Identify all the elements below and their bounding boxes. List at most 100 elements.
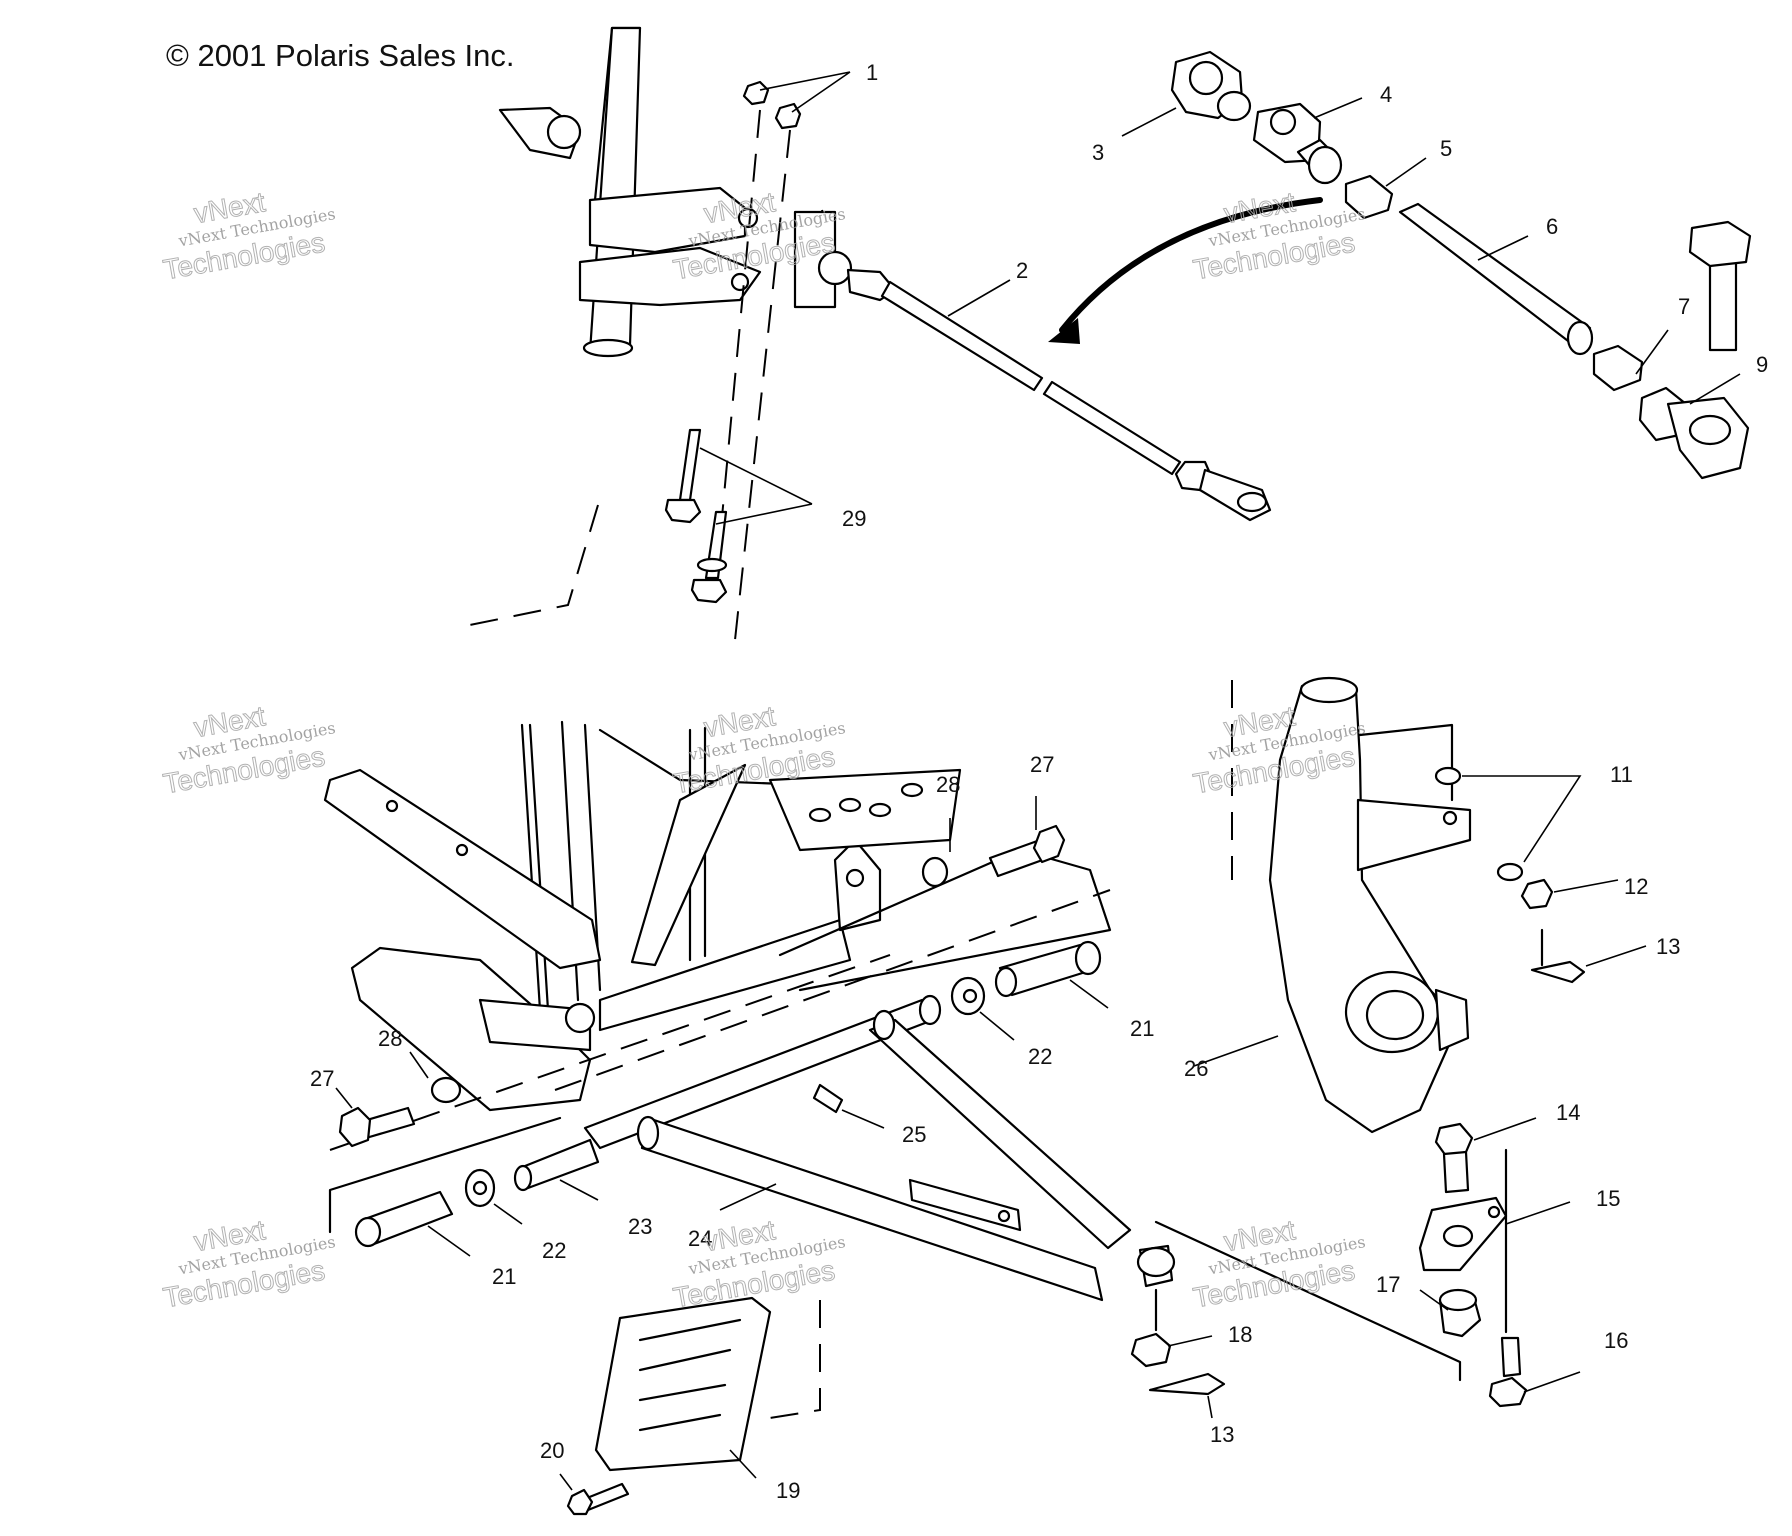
callout-2: 2 [1016,258,1028,283]
callout-3: 3 [1092,140,1104,165]
leader-9 [1689,373,1741,405]
skid-rib-4 [638,1413,722,1432]
washer-11a [1434,766,1462,786]
leader-19 [729,1449,757,1479]
tie-rod-left [880,280,1044,392]
washer-22-upper-hole [962,988,978,1004]
rod-end-eye [546,114,582,150]
leader-lines [335,71,1741,1491]
leader-23 [559,1179,599,1201]
leader-17 [1419,1289,1449,1311]
watermarks: vNext vNext Technologies Technologies vN… [160,186,1367,1314]
tie-rod-end-right-eye [1236,491,1268,513]
part-9-eye [1688,414,1732,446]
leader-13-upper [1585,945,1647,967]
cotter-pin-13 [1530,960,1586,984]
washer-11b [1496,862,1524,882]
frame-bracket-hole-2 [455,843,469,857]
spindle-assembly [1231,676,1472,1134]
bolt-14 [1442,1150,1470,1194]
leader-5 [1385,157,1427,187]
leader-11 [1462,775,1582,863]
callout-22-lower: 22 [542,1238,566,1263]
bolt-27-upper-head [1032,824,1066,864]
callout-18: 18 [1228,1322,1252,1347]
a-arm-gusset-hole [997,1209,1011,1223]
leader-26 [1193,1035,1279,1067]
callout-1: 1 [866,60,878,85]
grease-fitting [812,1083,844,1114]
frame-mount-eye [564,1002,596,1034]
callout-9: 9 [1756,352,1768,377]
part-6-end [1566,320,1594,356]
part-3-sleeve [1216,90,1252,122]
skid-guide [769,1300,821,1419]
part-5-nut [1344,174,1394,220]
callout-22-upper: 22 [1028,1044,1052,1069]
ball-joint-guide [1154,1220,1462,1382]
guide-line-a [717,109,761,561]
callout-13-lower: 13 [1210,1422,1234,1447]
callout-15: 15 [1596,1186,1620,1211]
tie-rod-exploded [1170,50,1752,480]
pivot-pin-21-upper-flange [1074,940,1102,976]
a-arm-axis [329,954,891,1151]
callout-29: 29 [842,506,866,531]
callout-27-lower: 27 [310,1066,334,1091]
pivot-hardware [328,824,1102,1248]
callout-25: 25 [902,1122,926,1147]
spindle-guide-top [1358,723,1454,802]
leader-22-lower [493,1203,523,1225]
part-3-bore [1188,60,1224,96]
callout-5: 5 [1440,136,1452,161]
washer-29b [696,557,728,573]
plate-15-hole [1442,1224,1474,1248]
part-7-nut [1592,344,1644,392]
watermark-3: vNext vNext Technologies Technologies [1190,186,1367,286]
washer-28-upper [921,856,949,888]
frame-mount-hole [845,868,865,888]
washer-28-lower [430,1076,462,1104]
frame-cross-rail [598,918,852,1032]
callout-11: 11 [1610,762,1633,787]
lower-pin-outline [328,1116,562,1234]
watermark-4: vNext vNext Technologies Technologies [160,700,337,800]
leader-3 [1121,107,1177,137]
leader-14 [1473,1117,1537,1141]
ball-joint-top [1136,1246,1176,1278]
nut-12 [1520,878,1554,910]
callout-28-upper: 28 [936,772,960,797]
frame-assembly [323,720,1112,1112]
cotter-pin-13-lower [1148,1372,1226,1396]
callout-24: 24 [688,1226,712,1251]
callouts: 1 2 3 4 5 6 7 9 29 11 12 13 28 27 21 22 … [310,60,1768,1503]
callout-27-upper: 27 [1030,752,1054,777]
callout-6: 6 [1546,214,1558,239]
steering-post-assembly [469,26,802,641]
a-arm-tube-end [918,994,942,1026]
bolt-right-head [1688,220,1752,268]
callout-13-upper: 13 [1656,934,1680,959]
plate-hole-a [808,807,832,823]
spindle-lower-mount [1434,988,1470,1052]
a-arm-assembly [329,954,1176,1302]
leader-16 [1523,1371,1581,1393]
frame-post-1b [528,723,550,1012]
leader-22-upper [979,1011,1015,1041]
leader-29 [699,447,813,525]
callout-28-lower: 28 [378,1026,402,1051]
spindle-hub-bore [1365,989,1425,1041]
frame-perforated-plate [768,768,962,852]
watermark-9: vNext vNext Technologies Technologies [1190,1214,1367,1314]
leader-24 [719,1183,777,1211]
bolt-27-lower-head [338,1106,372,1148]
callout-12: 12 [1624,874,1648,899]
leader-15 [1505,1201,1571,1225]
screw-29b-head [690,578,728,604]
watermark-2: vNext vNext Technologies Technologies [670,186,847,286]
leader-1 [759,71,851,113]
assembly-arrow-head [1048,318,1080,344]
skid-plate-body [594,1296,772,1472]
bracket-hole [737,207,759,229]
ball-joint-17-top [1438,1288,1478,1312]
